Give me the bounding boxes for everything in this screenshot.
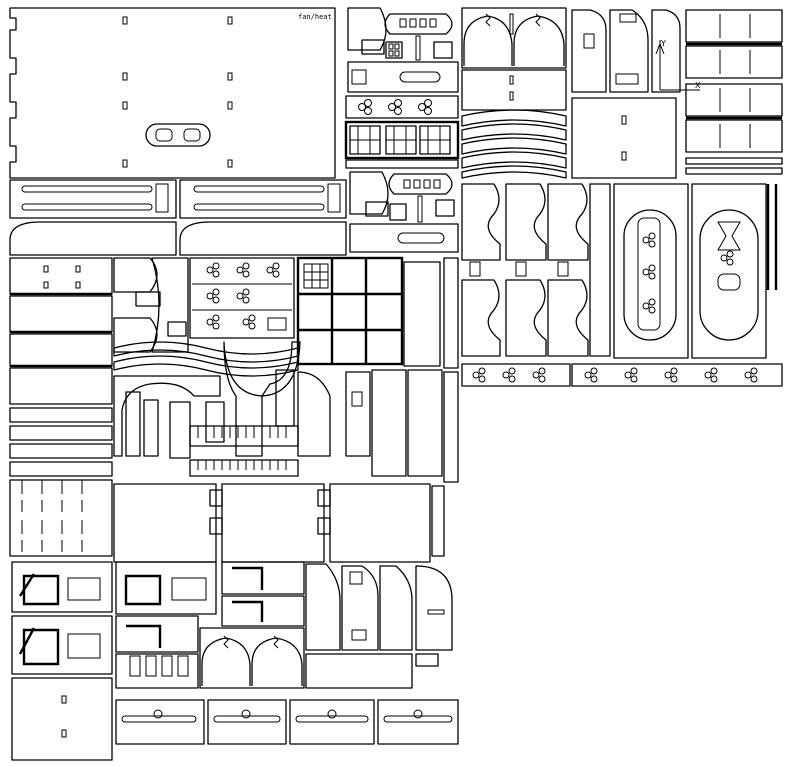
arch-pieces <box>113 341 371 459</box>
fan-row-strip <box>345 95 459 119</box>
lower-left-panels <box>11 561 305 761</box>
bottom-clips <box>305 563 453 689</box>
s-curve-clips <box>461 183 611 357</box>
oval-frames <box>613 183 778 359</box>
top-panel <box>9 7 336 179</box>
grid-3x3 <box>296 256 404 366</box>
center-plates <box>113 483 431 563</box>
vent-grid-block <box>344 120 460 169</box>
mid-left-brackets <box>113 257 295 353</box>
rail-strips <box>9 179 347 256</box>
tall-slats <box>371 257 459 557</box>
bottom-domes <box>199 627 305 689</box>
ucs-y-axis-label: Y <box>661 39 666 48</box>
left-strips <box>9 257 113 557</box>
mid-brackets <box>349 171 459 253</box>
rib-strips <box>685 9 783 175</box>
top-middle-brackets <box>347 7 459 93</box>
square-plate <box>571 97 677 179</box>
ucs-x-axis-label: X <box>695 81 701 90</box>
part-label: fan/heat <box>298 13 332 21</box>
comb-strips <box>189 425 299 477</box>
side-clips <box>571 9 700 93</box>
bottom-rails <box>115 699 459 745</box>
fan-strips-right <box>461 363 783 387</box>
dome-panels <box>461 7 567 179</box>
wavy-strips <box>113 341 299 377</box>
